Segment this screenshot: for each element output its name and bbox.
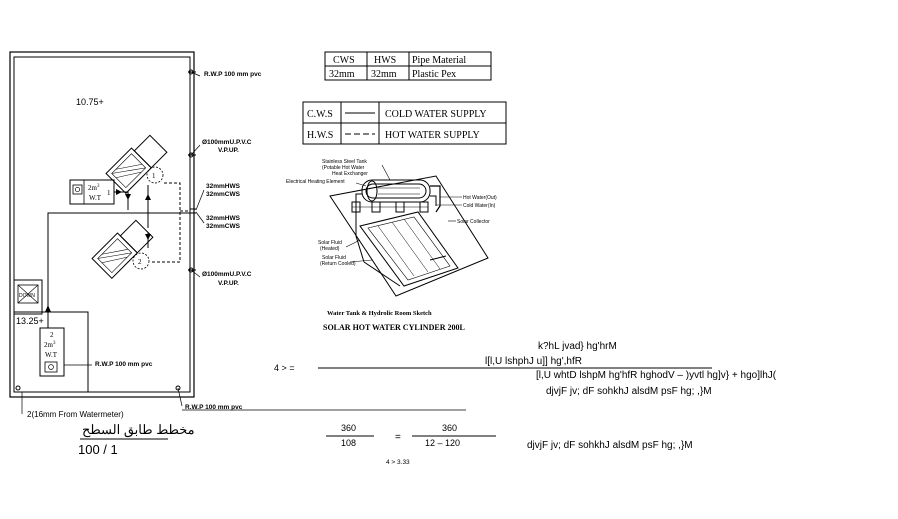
collector2-num: 2: [138, 258, 142, 266]
upvc-top-label: Ø100mmU.P.V.C: [202, 139, 252, 146]
sketch-roof-plane: [329, 175, 489, 297]
vent-pipe-top: [188, 152, 194, 158]
tank2-area: 2m3: [44, 341, 56, 349]
legend-text: C.W.S COLD WATER SUPPLY H.W.S HOT WATER …: [307, 109, 487, 141]
tank1-area: 2m3: [88, 184, 100, 192]
table-cell-cws: 32mm: [329, 69, 355, 80]
cws-top-label: 32mmCWS: [206, 191, 241, 198]
sketch-tank-label-3: Heat Exchanger: [332, 171, 368, 177]
legend-label-hws: HOT WATER SUPPLY: [385, 130, 480, 141]
calc-frac2-den: 12 – 120: [425, 438, 460, 448]
table-header-material: Pipe Material: [412, 55, 466, 66]
calc-line-1: k?hL jvad} hg'hrM: [538, 341, 617, 352]
rainwater-pipe-bottom: [175, 385, 181, 391]
tank1-num: 1: [107, 189, 111, 197]
calc-equals: =: [395, 432, 401, 443]
sketch-title: SOLAR HOT WATER CYLINDER 200L: [323, 323, 465, 332]
sketch-hot-out: Hot Water(Out): [463, 195, 497, 201]
calc-line-4: djvjF jv; dF sohkhJ alsdM psF hg; ,}M: [546, 386, 712, 397]
level-bottom: 13.25+: [16, 316, 44, 326]
hws-mid-label: 32mmHWS: [206, 215, 241, 222]
collector-1-badge: [146, 166, 164, 184]
collector1-num: 1: [152, 172, 156, 180]
table-header-hws: HWS: [374, 55, 396, 66]
table-header-cws: CWS: [333, 55, 355, 66]
collector-2-badge: [132, 252, 150, 270]
vp-top-label: V.P.UP.: [218, 147, 239, 154]
stair-box: [13, 279, 43, 315]
calc-line-3: [l,U whtD lshpM hg'hfR hghodV – )yvtl hg…: [536, 370, 777, 381]
sketch-heating-label: Electrical Heating Element: [286, 179, 345, 185]
watermeter-note: 2(16mm From Watermeter): [27, 410, 124, 419]
sketch-fluid-2: (Heated): [320, 246, 340, 252]
sketch-labels: Stainless Steel Tank (Potable Hot Water …: [286, 159, 497, 332]
cws-mid-label: 32mmCWS: [206, 223, 241, 230]
tank2-code: W.T: [45, 351, 58, 359]
table-cell-hws: 32mm: [371, 69, 397, 80]
plan-title: مخطط طابق السطح: [82, 422, 195, 438]
legend-label-cws: COLD WATER SUPPLY: [385, 109, 487, 120]
sketch-collector: [359, 211, 459, 287]
solar-collector-1: [105, 134, 168, 194]
pipe-table-text: CWS HWS Pipe Material 32mm 32mm Plastic …: [329, 55, 466, 80]
pipe-legend: [302, 101, 507, 145]
solar-collector-2: [91, 219, 154, 279]
legend-code-cws: C.W.S: [307, 109, 333, 120]
rainwater-pipe-top: [188, 69, 194, 75]
water-tank-2: [39, 327, 65, 377]
stair-label: DOWN: [19, 293, 35, 299]
roof-plan: [9, 51, 466, 414]
rwp-top-label: R.W.P 100 mm pvc: [204, 71, 262, 78]
table-cell-material: Plastic Pex: [412, 69, 456, 80]
sketch-tank-label-2: (Potable Hot Water: [322, 165, 365, 171]
tank2-num: 2: [50, 331, 54, 339]
solar-sketch: [329, 164, 489, 297]
calc-frac1-num: 360: [341, 423, 356, 433]
hws-top-label: 32mmHWS: [206, 183, 241, 190]
calc-eq-left: 4 > =: [274, 363, 295, 373]
plan-labels: 10.75+ 13.25+ 2m3 W.T 1 2 2m3 W.T 1 2 DO…: [16, 71, 262, 457]
cold-water-pipes: [47, 185, 196, 328]
sketch-fluid-4: (Return Cooled): [320, 261, 356, 267]
legend-code-hws: H.W.S: [307, 130, 333, 141]
hot-water-pipes: [150, 182, 190, 263]
calc-line-2: l[l,U lshphJ u]] hg',hfR: [485, 356, 582, 367]
sketch-fluid-3: Solar Fluid: [322, 255, 346, 261]
level-top: 10.75+: [76, 97, 104, 107]
calc-result: 4 > 3.33: [386, 459, 410, 466]
calc-frac2-num: 360: [442, 423, 457, 433]
calc-frac1-den: 108: [341, 438, 356, 448]
rwp-bottom-label: R.W.P 100 mm pvc: [185, 404, 243, 411]
sketch-fluid-1: Solar Fluid: [318, 240, 342, 246]
roof-inner-wall: [13, 56, 191, 393]
pipe-material-table: [324, 51, 492, 81]
roof-outer-wall: [9, 51, 195, 398]
tank1-code: W.T: [89, 194, 102, 202]
sketch-cold-in: Cold Water(In): [463, 203, 496, 209]
vp-bottom-label: V.P.UP.: [218, 280, 239, 287]
sketch-collector-label: Solar Collector: [457, 219, 490, 225]
calculation: 4 > = k?hL jvad} hg'hrM l[l,U lshphJ u]]…: [274, 341, 777, 466]
upvc-bottom-label: Ø100mmU.P.V.C: [202, 271, 252, 278]
rainwater-pipe-mid: [15, 385, 21, 391]
sketch-caption: Water Tank & Hydrolic Room Sketch: [327, 310, 432, 317]
vent-pipe-bottom: [188, 267, 194, 273]
calc-line-5: djvjF jv; dF sohkhJ alsdM psF hg; ,}M: [527, 440, 693, 451]
rwp-mid-label: R.W.P 100 mm pvc: [95, 361, 153, 368]
sketch-tank-label-1: Stainless Steel Tank: [322, 159, 367, 165]
plan-scale: 100 / 1: [78, 442, 118, 457]
